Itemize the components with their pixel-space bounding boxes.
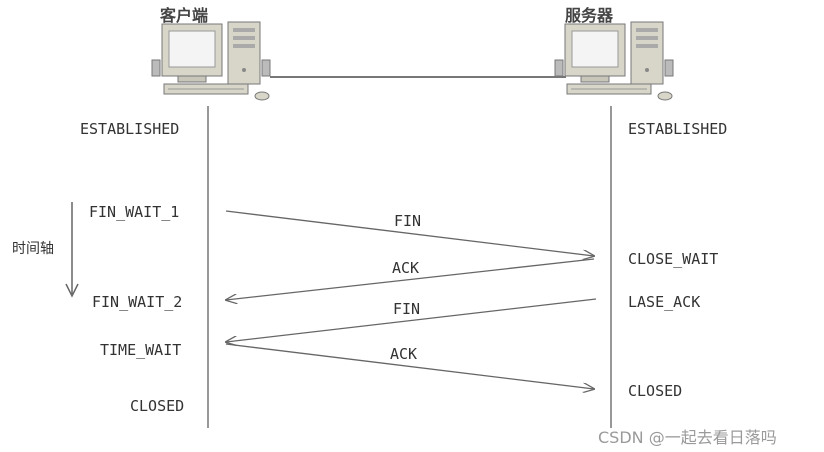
server-state-close-wait: CLOSE_WAIT (628, 250, 719, 268)
server-title: 服务器 (565, 6, 614, 25)
msg-label-1: FIN (394, 212, 422, 230)
timeline-axis-arrowhead (65, 283, 79, 298)
msg-arrow-2 (226, 258, 595, 300)
client-title: 客户端 (160, 6, 209, 25)
msg-label-2: ACK (392, 259, 420, 277)
msg-label-4: ACK (390, 345, 418, 363)
msg-arrow-4 (225, 343, 594, 389)
client-state-time-wait: TIME_WAIT (100, 341, 182, 359)
csdn-watermark: CSDN @一起去看日落吗 (598, 428, 777, 447)
timeline-label: 时间轴 (12, 241, 54, 257)
server-state-closed: CLOSED (628, 382, 683, 400)
server-state-lase-ack: LASE_ACK (628, 293, 701, 311)
msg-arrow-3 (226, 298, 597, 342)
server-state-established: ESTABLISHED (628, 120, 728, 138)
msg-arrow-1 (225, 210, 594, 256)
server-computer-icon (554, 21, 674, 101)
client-state-fin-wait-1: FIN_WAIT_1 (89, 203, 180, 221)
msg-label-3: FIN (393, 300, 421, 318)
client-computer-icon (151, 21, 271, 101)
client-state-closed: CLOSED (130, 397, 185, 415)
client-state-established: ESTABLISHED (80, 120, 180, 138)
client-state-fin-wait-2: FIN_WAIT_2 (92, 293, 183, 311)
